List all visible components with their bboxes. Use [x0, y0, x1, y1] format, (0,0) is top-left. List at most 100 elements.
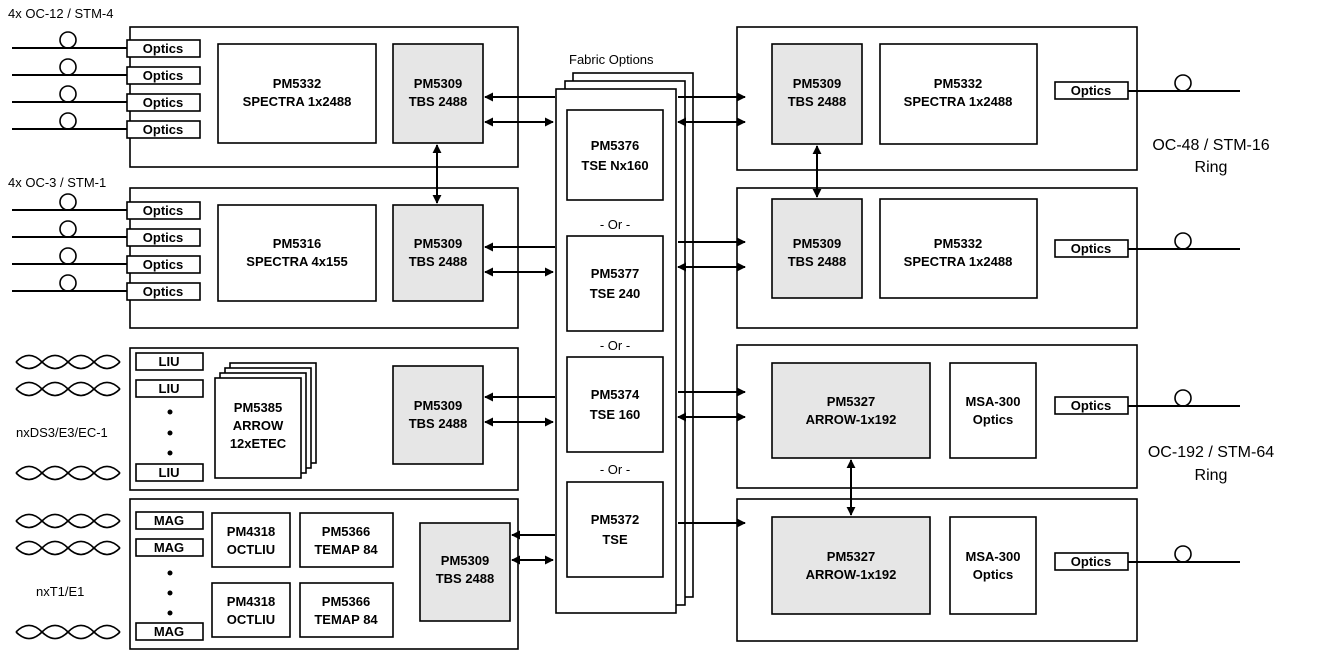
label-oc48-ring: Ring: [1195, 159, 1228, 176]
chip-name: PM4318: [227, 594, 275, 609]
right-tbs-block-1: [771, 43, 863, 145]
chip-name: SPECTRA 1x2488: [904, 94, 1013, 109]
arrow-12xetec-block: [214, 377, 302, 479]
chip-name: TSE 240: [590, 286, 641, 301]
label-or-2: - Or -: [600, 338, 630, 353]
chip-name: MSA-300: [966, 549, 1021, 564]
optics-label: Optics: [143, 230, 183, 245]
chip-name: PM5309: [793, 76, 841, 91]
optics-label: Optics: [143, 68, 183, 83]
optics-label: Optics: [143, 257, 183, 272]
chip-name: OCTLIU: [227, 612, 275, 627]
mag-label: MAG: [154, 513, 184, 528]
optics-output-4: [1128, 545, 1240, 563]
label-t1: nxT1/E1: [36, 584, 84, 599]
liu-label: LIU: [159, 465, 180, 480]
chip-name: PM5332: [934, 76, 982, 91]
spectra-4x155-block: [217, 204, 377, 302]
chip-name: TSE Nx160: [581, 158, 648, 173]
chip-name: ARROW: [233, 418, 284, 433]
chip-name: ARROW-1x192: [806, 567, 897, 582]
spectra-1x2488-block: [217, 43, 377, 144]
twisted-pair-t1: [15, 513, 173, 640]
chip-name: 12xETEC: [230, 436, 287, 451]
optics-label: Optics: [1071, 83, 1111, 98]
temap-block-1: [299, 512, 394, 568]
label-oc192-ring: Ring: [1195, 467, 1228, 484]
label-fabric: Fabric Options: [569, 52, 654, 67]
label-oc3: 4x OC-3 / STM-1: [8, 175, 106, 190]
chip-name: PM5366: [322, 524, 370, 539]
tbs-2488-block-3: [392, 365, 484, 465]
chip-name: TSE 160: [590, 407, 641, 422]
chip-name: PM5377: [591, 266, 639, 281]
right-tbs-block-2: [771, 198, 863, 299]
chip-name: SPECTRA 4x155: [246, 254, 347, 269]
chip-name: PM5332: [273, 76, 321, 91]
chip-name: TBS 2488: [409, 416, 468, 431]
chip-name: PM5309: [414, 398, 462, 413]
twisted-pair-ds3: [15, 354, 173, 481]
chip-name: OCTLIU: [227, 542, 275, 557]
tbs-2488-block-1: [392, 43, 484, 144]
temap-block-2: [299, 582, 394, 638]
chip-name: PM5372: [591, 512, 639, 527]
tse-160-block: [566, 356, 664, 453]
label-oc48: OC-48 / STM-16: [1152, 137, 1269, 154]
chip-name: TBS 2488: [788, 254, 847, 269]
chip-name: Optics: [973, 567, 1013, 582]
chip-name: TBS 2488: [436, 571, 495, 586]
chip-name: PM5327: [827, 549, 875, 564]
chip-name: PM5309: [414, 236, 462, 251]
optics-label: Optics: [143, 203, 183, 218]
chip-name: TEMAP 84: [314, 612, 378, 627]
optics-output-1: [1128, 74, 1240, 92]
chip-name: SPECTRA 1x2488: [904, 254, 1013, 269]
right-msa-block-1: [949, 362, 1037, 459]
chip-name: PM5332: [934, 236, 982, 251]
optics-input-oc3: [12, 193, 127, 292]
chip-name: PM5309: [793, 236, 841, 251]
right-arrow-block-2: [771, 516, 931, 615]
label-ds3: nxDS3/E3/EC-1: [16, 425, 108, 440]
optics-label: Optics: [1071, 241, 1111, 256]
chip-name: PM5366: [322, 594, 370, 609]
optics-label: Optics: [143, 95, 183, 110]
chip-name: TBS 2488: [409, 94, 468, 109]
chip-name: PM5374: [591, 387, 640, 402]
octliu-block-1: [211, 512, 291, 568]
label-or-3: - Or -: [600, 462, 630, 477]
liu-label: LIU: [159, 354, 180, 369]
right-spectra-block-1: [879, 43, 1038, 145]
connection-arrows: [432, 92, 856, 565]
chip-name: MSA-300: [966, 394, 1021, 409]
right-arrow-block-1: [771, 362, 931, 459]
right-spectra-block-2: [879, 198, 1038, 299]
chip-name: PM5327: [827, 394, 875, 409]
mag-label: MAG: [154, 540, 184, 555]
chip-name: PM5385: [234, 400, 282, 415]
optics-label: Optics: [143, 122, 183, 137]
chip-name: PM5316: [273, 236, 321, 251]
optics-label: Optics: [143, 284, 183, 299]
label-oc12: 4x OC-12 / STM-4: [8, 6, 113, 21]
chip-name: PM5309: [441, 553, 489, 568]
mag-label: MAG: [154, 624, 184, 639]
optics-output-3: [1128, 389, 1240, 407]
label-oc192: OC-192 / STM-64: [1148, 444, 1274, 461]
optics-input-oc12: [12, 31, 127, 130]
chip-name: PM5309: [414, 76, 462, 91]
label-or-1: - Or -: [600, 217, 630, 232]
optics-label: Optics: [1071, 398, 1111, 413]
optics-output-2: [1128, 232, 1240, 250]
tbs-2488-block-4: [419, 522, 511, 622]
chip-name: TEMAP 84: [314, 542, 378, 557]
chip-name: Optics: [973, 412, 1013, 427]
tse-nx160-block: [566, 109, 664, 201]
optics-label: Optics: [1071, 554, 1111, 569]
optics-label: Optics: [143, 41, 183, 56]
chip-name: TBS 2488: [409, 254, 468, 269]
right-msa-block-2: [949, 516, 1037, 615]
chip-name: PM4318: [227, 524, 275, 539]
